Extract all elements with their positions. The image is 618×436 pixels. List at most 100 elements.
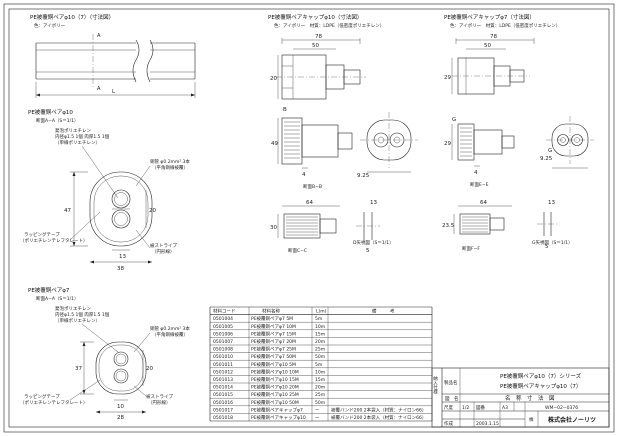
table-header: 材料コード xyxy=(213,308,236,315)
cap7-section-ff: 断面F−F xyxy=(462,245,480,252)
cap7-dim-h: 29 xyxy=(444,75,451,81)
cap7-dim-4: 4 xyxy=(474,170,478,176)
table-cell-length: 5m xyxy=(315,316,322,322)
table-cell-code: 0501015 xyxy=(213,392,233,398)
main-view-title: PE被覆銅ペアφ10（7）（寸法図） xyxy=(30,13,114,21)
table-cell-name: PE被覆銅ペアφ10 50M xyxy=(251,399,299,406)
table-cell-length: 5m xyxy=(315,362,322,368)
title-drawing-name: 名 称 寸 法 図 xyxy=(505,394,555,402)
table-cell-code: 0501010 xyxy=(213,354,233,360)
table-cell-length: ー xyxy=(315,416,320,421)
cap10-dim-13: 13 xyxy=(370,200,377,206)
section10-dim-inner: 20 xyxy=(149,208,156,214)
title-product-label: 製品名 xyxy=(444,379,458,386)
title-mark: 株 xyxy=(529,416,534,423)
section10-label-stripe: 被ストライプ xyxy=(150,242,177,249)
cap10-dim-4: 4 xyxy=(302,172,306,178)
title-drawing-no: WM−02−0376 xyxy=(545,405,578,411)
title-scale-value: 1/2 xyxy=(462,405,469,411)
title-sheet-label: 図番 xyxy=(476,404,485,411)
cap7-dim-body: 50 xyxy=(484,43,491,49)
table-cell-length: 15m xyxy=(315,377,325,383)
table-cell-length: 10m xyxy=(315,324,325,330)
section10-label-conductor: 発泡ポリエチレン xyxy=(55,127,91,134)
cap7-color: 色：アイボリー 材質：LDPE（低密度ポリエチレン） xyxy=(450,22,560,29)
section7-dim-width1: 10 xyxy=(117,404,124,410)
cap7-mark-g: G xyxy=(452,117,456,123)
cap10-color: 色：アイボリー 材質：LDPE（低密度ポリエチレン） xyxy=(274,22,384,29)
table-cell-length: 50m xyxy=(315,400,325,406)
table-cell-name: PE被覆銅ペアφ7 15M xyxy=(251,330,296,337)
table-cell-name: PE被覆銅ペアキャップφ7 xyxy=(251,406,303,413)
section10-label-wrap: ラッピングテープ xyxy=(24,231,60,238)
cap10-dim-h: 20 xyxy=(270,76,277,82)
title-company: 株式会社ノーリツ xyxy=(548,416,596,424)
table-cell-length: 25m xyxy=(315,392,325,398)
table-cell-code: 0501016 xyxy=(213,400,233,406)
cap7-mark-g2: G xyxy=(548,148,552,154)
section10-title: PE被覆銅ペアφ10 xyxy=(28,108,73,116)
title-drawing-label: 図 名 xyxy=(445,395,459,402)
cap10-dim-5: 5 xyxy=(366,248,370,254)
main-section-a-top: A xyxy=(97,33,101,39)
cap7-dim-13: 13 xyxy=(548,200,555,206)
section10-label-conductor-spec: 内径φ1.5 1個 肉厚1.5 1個 xyxy=(55,133,110,140)
table-cell-code: 0501006 xyxy=(213,331,233,337)
table-header: 備 考 xyxy=(372,308,395,315)
section7-title: PE被覆銅ペアφ7 xyxy=(28,286,70,294)
section10-dim-height: 47 xyxy=(64,208,71,214)
table-cell-length: 20m xyxy=(315,385,325,391)
cap10-section-bb: 断面B−B xyxy=(303,183,322,190)
cap7-dim-29: 29 xyxy=(444,141,451,147)
table-cell-name: PE被覆銅ペアφ10 5M xyxy=(251,361,296,368)
section10-label-wrap-note: （ポリエチレンテレフタレート） xyxy=(20,237,88,244)
cap10-d-view: D矢視図（S＝1/1） xyxy=(353,239,394,246)
table-cell-code: 0501012 xyxy=(213,369,233,375)
section7-label-stripe-note: （円形線） xyxy=(148,399,171,406)
table-cell-length: ー xyxy=(315,408,320,413)
cap-phi10: PE被覆銅ペアキャップφ10（寸法図） 色：アイボリー 材質：LDPE（低密度ポ… xyxy=(268,13,418,254)
table-cell-length: 15m xyxy=(315,331,325,337)
title-date-label: 作成 xyxy=(444,420,453,427)
table-cell-name: PE被覆銅ペアφ7 50M xyxy=(251,353,296,360)
table-cell-name: PE被覆銅ペアφ10 20M xyxy=(251,384,299,391)
title-sheet-size: A3 xyxy=(502,405,508,411)
table-cell-code: 0501004 xyxy=(213,316,233,322)
table-cell-code: 0501018 xyxy=(213,415,233,421)
cap7-dim-5: 5 xyxy=(545,244,549,250)
title-block: 納入仕様 製品名 PE被覆銅ペアφ10（7）シリーズ PE被覆銅ペアキャップφ1… xyxy=(431,367,610,428)
table-cell-name: PE被覆銅ペアφ10 25M xyxy=(251,391,299,398)
table-cell-name: PE被覆銅ペアφ10 10M xyxy=(251,368,299,375)
section7-label-wrap: ラッピングテープ xyxy=(24,393,60,400)
cap7-dim-925: 9.25 xyxy=(540,156,553,162)
table-header: 材料名称 xyxy=(262,308,280,315)
table-cell-code: 0501013 xyxy=(213,377,233,383)
inner-border xyxy=(8,8,610,428)
section10-label-stripe-note: （円形線） xyxy=(152,248,175,255)
title-side-label: 納入仕様 xyxy=(433,375,438,395)
table-cell-name: PE被覆銅ペアキャップφ10 xyxy=(251,414,306,421)
section7-label-conductor-spec: 内径φ1.5 1個 肉厚1.5 1個 xyxy=(55,311,110,318)
section7-subtitle: 断面A−A（S＝1/1） xyxy=(36,295,79,302)
main-view-color: 色：アイボリー xyxy=(34,22,66,29)
table-cell-name: PE被覆銅ペアφ7 25M xyxy=(251,346,296,353)
table-cell-name: PE被覆銅ペアφ10 15M xyxy=(251,376,299,383)
cap10-section-cc: 断面C−C xyxy=(288,247,307,254)
outer-border xyxy=(3,3,615,433)
main-view: PE被覆銅ペアφ10（7）（寸法図） 色：アイボリー A A L xyxy=(30,13,196,98)
section10-label-shield: 銅管 φ0.2mm² 3本 xyxy=(150,158,190,165)
section7-label-shield-note: （平角銅線被覆） xyxy=(152,331,188,338)
cap10-dim-total: 78 xyxy=(315,34,322,40)
section7-label-stripe: 被ストライプ xyxy=(146,393,173,400)
table-cell-length: 50m xyxy=(315,354,325,360)
cap7-dim-64: 64 xyxy=(480,200,487,206)
table-cell-note: 被覆バンド200 2本袋入（材質：ナイロン66） xyxy=(331,414,426,421)
main-section-a-bottom: A xyxy=(97,86,101,92)
section10-label-conductor-note: （単線ポリエチレン） xyxy=(55,139,100,146)
section-phi7: PE被覆銅ペアφ7 断面A−A（S＝1/1） 発泡ポリエチレン 内径φ1.5 1… xyxy=(20,286,190,421)
cap7-section-ee: 断面E−E xyxy=(470,181,489,188)
section10-dim-width2: 38 xyxy=(117,266,124,272)
cap10-dim-64: 64 xyxy=(306,200,313,206)
